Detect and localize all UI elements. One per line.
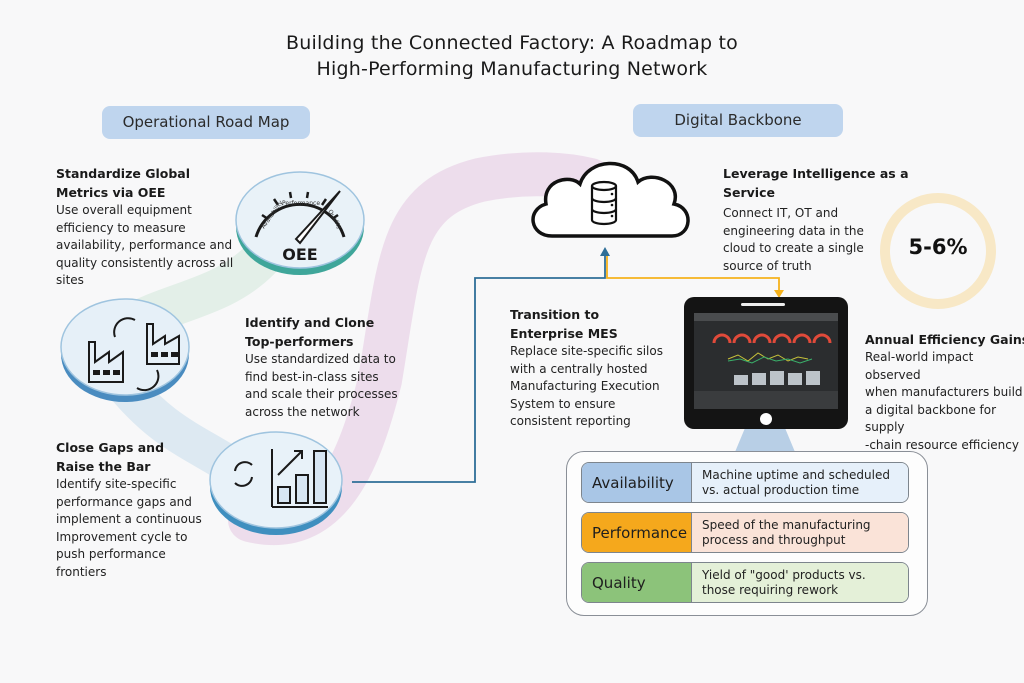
arrow-up-blue xyxy=(600,247,610,256)
connector-blue xyxy=(352,255,606,483)
cloud-intelligence: Leverage Intelligence as a Service Conne… xyxy=(723,164,963,275)
oee-components-panel: Availability Machine uptime and schedule… xyxy=(566,451,928,616)
oee-desc: Yield of "good' products vs.those requir… xyxy=(692,563,908,602)
tablet-speaker xyxy=(741,303,785,306)
oee-label: Performance xyxy=(582,513,692,552)
oee-gauge-icon: Availability Performance Quality OEE xyxy=(235,171,365,275)
step-title: Leverage Intelligence as a Service xyxy=(723,166,909,200)
section-label-digital: Digital Backbone xyxy=(633,104,843,137)
dashboard-tablet xyxy=(684,297,848,429)
svg-text:Performance: Performance xyxy=(282,200,320,207)
oee-label: Quality xyxy=(582,563,692,602)
dashboard-screen xyxy=(694,313,838,409)
oee-row-quality: Quality Yield of "good' products vs.thos… xyxy=(581,562,909,603)
improvement-chart-icon xyxy=(209,431,343,535)
dashboard-graphics xyxy=(694,313,838,409)
oee-row-availability: Availability Machine uptime and schedule… xyxy=(581,462,909,503)
title-line-1: Building the Connected Factory: A Roadma… xyxy=(286,32,738,54)
gains-ring xyxy=(880,193,996,309)
connector-orange xyxy=(606,256,780,292)
cloud-database-icon xyxy=(531,161,690,238)
annual-gains: Annual Efficiency Gains Real-world impac… xyxy=(865,330,1024,454)
gauge-label: OEE xyxy=(282,245,317,264)
oee-label: Availability xyxy=(582,463,692,502)
step-title: Annual Efficiency Gains xyxy=(865,332,1024,347)
page-title: Building the Connected Factory: A Roadma… xyxy=(0,30,1024,82)
section-label-operational: Operational Road Map xyxy=(102,106,310,139)
arrow-down-orange xyxy=(774,290,784,298)
monitor-stand xyxy=(735,428,795,452)
tablet-home-button xyxy=(760,413,772,425)
title-line-2: High-Performing Manufacturing Network xyxy=(316,58,708,80)
gains-value: 5-6% xyxy=(908,235,968,259)
factory-clone-icon xyxy=(60,298,190,402)
